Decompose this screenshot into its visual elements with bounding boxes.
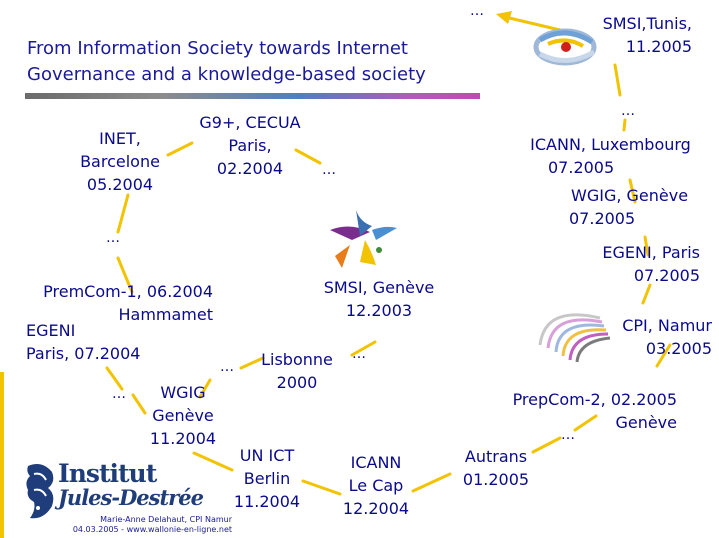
- event-g9-cecua: G9+, CECUA Paris, 02.2004: [190, 111, 310, 180]
- title-line: Governance and a knowledge-based society: [27, 64, 426, 85]
- footer-line: Marie-Anne Delahaut, CPI Namur: [100, 515, 232, 524]
- arrow-icon: [496, 11, 561, 32]
- footer-credit: Marie-Anne Delahaut, CPI Namur 04.03.200…: [62, 515, 232, 535]
- event-line: ICANN, Luxembourg: [530, 135, 691, 154]
- event-line: 12.2004: [342, 499, 410, 518]
- event-icann-luxembourg: ICANN, Luxembourg 07.2005: [508, 133, 713, 179]
- event-line: 2000: [276, 373, 318, 392]
- institut-logo-icon: [26, 464, 54, 519]
- cpi-namur-logo-icon: [538, 313, 611, 363]
- event-line: 07.2005: [633, 266, 700, 285]
- event-line: Paris,: [228, 136, 272, 155]
- connector: [613, 63, 622, 97]
- ellipsis: …: [106, 230, 121, 246]
- event-line: Le Cap: [348, 476, 404, 495]
- connector: [411, 472, 452, 493]
- connector: [301, 479, 342, 496]
- connector: [239, 356, 265, 370]
- event-line: 11.2005: [625, 37, 692, 56]
- event-line: Genève: [615, 413, 677, 432]
- ellipsis: …: [621, 103, 636, 119]
- event-line: EGENI: [26, 321, 76, 340]
- slide-title: From Information Society towards Interne…: [27, 36, 497, 88]
- connector: [294, 148, 322, 165]
- connector: [350, 340, 377, 357]
- event-lisbonne: Lisbonne 2000: [252, 348, 342, 394]
- event-un-ict-berlin: UN ICT Berlin 11.2004: [222, 444, 312, 513]
- ellipsis: …: [470, 3, 485, 19]
- event-line: ICANN: [350, 453, 402, 472]
- event-smsi-tunis: SMSI,Tunis, 11.2005: [570, 12, 692, 58]
- ellipsis: …: [220, 359, 235, 375]
- event-line: PrepCom-2, 02.2005: [512, 390, 677, 409]
- connector: [116, 256, 134, 294]
- event-line: Berlin: [243, 469, 291, 488]
- connector: [531, 436, 562, 454]
- event-line: 12.2003: [345, 301, 413, 320]
- event-line: SMSI,Tunis,: [602, 14, 692, 33]
- event-line: Lisbonne: [261, 350, 333, 369]
- event-line: 11.2004: [149, 429, 217, 448]
- left-accent-bar: [0, 372, 4, 538]
- ellipsis: …: [322, 162, 337, 178]
- event-line: PremCom-1, 06.2004: [43, 282, 213, 301]
- event-wgig-geneve-2005: WGIG, Genève 07.2005: [569, 184, 688, 230]
- event-line: 11.2004: [233, 492, 301, 511]
- connector: [166, 141, 194, 157]
- event-inet-barcelone: INET, Barcelone 05.2004: [72, 127, 168, 196]
- event-premcom-1: PremCom-1, 06.2004 Hammamet: [18, 280, 213, 326]
- smsi-geneve-logo-icon: [330, 210, 397, 268]
- event-line: Barcelone: [80, 152, 160, 171]
- ellipsis: …: [352, 346, 367, 362]
- event-line: Autrans: [464, 447, 528, 466]
- connector: [573, 414, 598, 432]
- title-underline: [25, 93, 480, 99]
- event-line: 07.2005: [569, 209, 636, 228]
- event-line: 05.2004: [86, 175, 154, 194]
- event-egeni-paris-2004: EGENI Paris, 07.2004: [26, 319, 140, 365]
- event-line: Genève: [152, 406, 214, 425]
- connector: [131, 393, 147, 415]
- event-cpi-namur: CPI, Namur 03.2005: [590, 314, 712, 360]
- connector: [622, 118, 627, 132]
- event-line: WGIG: [160, 383, 206, 402]
- logo-jules-destree: Jules-Destrée: [58, 485, 204, 510]
- connector: [105, 366, 124, 391]
- connector: [192, 451, 234, 472]
- event-line: 03.2005: [645, 339, 712, 358]
- event-autrans: Autrans 01.2005: [452, 445, 540, 491]
- event-line: EGENI, Paris: [602, 243, 700, 262]
- event-wgig-geneve-2004: WGIG Genève 11.2004: [138, 381, 228, 450]
- ellipsis: …: [561, 427, 576, 443]
- connector: [655, 343, 672, 368]
- event-smsi-geneve: SMSI, Genève 12.2003: [308, 276, 450, 322]
- connector: [641, 283, 652, 305]
- connector: [628, 178, 637, 204]
- connector: [116, 193, 130, 234]
- event-egeni-paris-2005: EGENI, Paris 07.2005: [560, 241, 700, 287]
- event-line: 02.2004: [216, 159, 284, 178]
- event-line: G9+, CECUA: [199, 113, 301, 132]
- event-icann-le-cap: ICANN Le Cap 12.2004: [330, 451, 422, 520]
- event-line: INET,: [99, 129, 141, 148]
- footer-line: 04.03.2005 - www.wallonie-en-ligne.net: [72, 525, 232, 534]
- event-line: CPI, Namur: [622, 316, 712, 335]
- event-prepcom-2: PrepCom-2, 02.2005 Genève: [485, 388, 677, 434]
- event-line: SMSI, Genève: [323, 278, 435, 297]
- event-line: WGIG, Genève: [571, 186, 689, 205]
- event-line: 01.2005: [462, 470, 530, 489]
- event-line: UN ICT: [239, 446, 295, 465]
- connector: [198, 378, 212, 399]
- event-line: 07.2005: [548, 158, 615, 177]
- event-line: Hammamet: [118, 305, 213, 324]
- ellipsis: …: [112, 386, 127, 402]
- smsi-tunis-logo-icon: [533, 28, 597, 66]
- connector: [643, 235, 650, 257]
- event-line: Paris, 07.2004: [26, 344, 141, 363]
- title-line: From Information Society towards Interne…: [27, 38, 408, 59]
- logo-institut: Institut: [58, 459, 157, 488]
